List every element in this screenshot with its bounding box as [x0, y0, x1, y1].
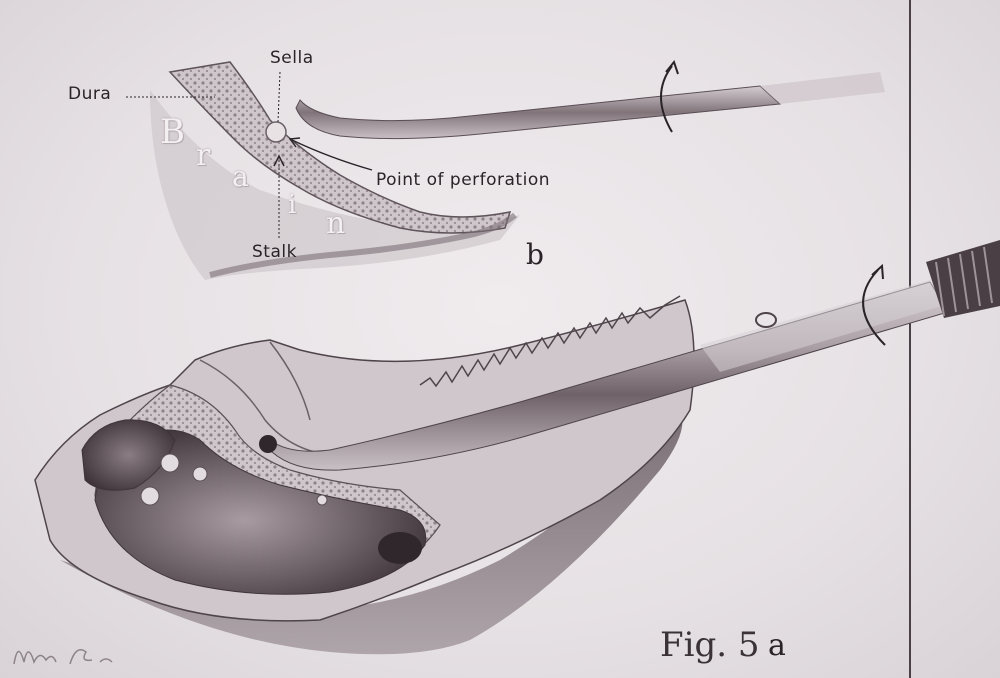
figure-number: Fig. 5 [660, 625, 760, 665]
sella-sphere [265, 121, 287, 143]
brain-letter-1: B [160, 112, 185, 152]
panel-b-label: b [526, 238, 544, 271]
cavity-upper [81, 419, 176, 491]
panel-a-drawing [34, 240, 1000, 655]
rotation-arrow-a [862, 269, 886, 346]
panel-b-drawing [126, 59, 885, 280]
skull-base-b [209, 212, 517, 278]
sella-label: Sella [270, 48, 314, 68]
brain-letter-3: a [232, 160, 249, 193]
specimen-shadow [60, 410, 683, 655]
panel-a-label: a [768, 628, 786, 663]
serrated-edge [419, 295, 681, 388]
sella-leader [277, 71, 281, 123]
stalk-label: Stalk [252, 242, 297, 262]
perforation-label: Point of perforation [376, 170, 550, 190]
brain-letter-2: r [196, 138, 211, 173]
instrument-b [295, 85, 782, 140]
cavity-main [94, 429, 427, 595]
rotation-arrow-b [660, 65, 673, 133]
dura-label: Dura [68, 84, 112, 104]
tube-ring [755, 312, 777, 328]
threaded-handle [926, 240, 1000, 318]
brain-letter-4: i [288, 190, 297, 220]
recess [378, 532, 422, 564]
perforation-arrow [291, 139, 373, 171]
brain-letter-5: n [326, 206, 346, 241]
